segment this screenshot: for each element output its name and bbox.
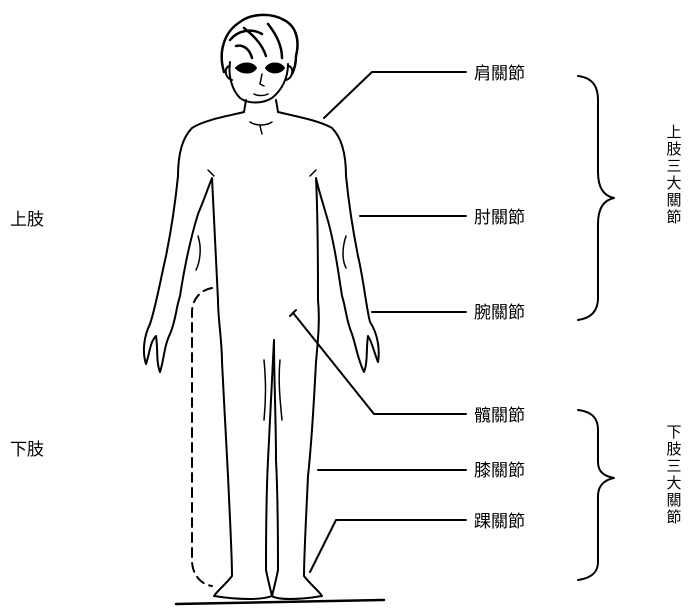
lower-group-brace bbox=[578, 410, 614, 580]
ground-line bbox=[176, 600, 384, 604]
lower-group-char: 節 bbox=[665, 509, 683, 526]
body-outline-left bbox=[144, 112, 274, 599]
elbow-joint-label: 肘關節 bbox=[474, 208, 525, 228]
lower-limb-dashed-bracket bbox=[192, 288, 212, 586]
upper-group-char: 大 bbox=[665, 175, 683, 192]
lower-group-char: 大 bbox=[665, 475, 683, 492]
upper-group-char: 關 bbox=[665, 192, 683, 209]
upper-group-char: 節 bbox=[665, 209, 683, 226]
lower-group-char: 關 bbox=[665, 492, 683, 509]
lower-limb-label: 下肢 bbox=[10, 440, 44, 460]
ankle-joint-label: 踝關節 bbox=[474, 512, 525, 532]
nose bbox=[260, 74, 264, 86]
knee-joint-label: 膝關節 bbox=[474, 461, 525, 481]
leader-ankle bbox=[310, 520, 466, 572]
lower-group-char: 三 bbox=[665, 458, 683, 475]
lower-group-char: 下 bbox=[665, 424, 683, 441]
right-eye bbox=[266, 64, 284, 73]
upper-group-char: 三 bbox=[665, 158, 683, 175]
hip-joint-label: 髖關節 bbox=[474, 406, 525, 426]
upper-group-brace bbox=[578, 76, 614, 320]
shoulder-joint-label: 肩關節 bbox=[474, 64, 525, 84]
lower-limb-three-joints-label: 下 肢 三 大 關 節 bbox=[665, 424, 683, 526]
upper-group-char: 肢 bbox=[665, 141, 683, 158]
upper-group-char: 上 bbox=[665, 124, 683, 141]
left-eye bbox=[236, 64, 256, 73]
collarbone bbox=[250, 122, 272, 134]
wrist-joint-label: 腕關節 bbox=[474, 303, 525, 323]
lower-group-char: 肢 bbox=[665, 441, 683, 458]
upper-limb-three-joints-label: 上 肢 三 大 關 節 bbox=[665, 124, 683, 226]
leader-shoulder bbox=[324, 72, 466, 118]
upper-limb-label: 上肢 bbox=[10, 210, 44, 230]
body-outline-right bbox=[272, 112, 379, 599]
hair bbox=[222, 15, 298, 74]
mouth bbox=[254, 94, 268, 96]
